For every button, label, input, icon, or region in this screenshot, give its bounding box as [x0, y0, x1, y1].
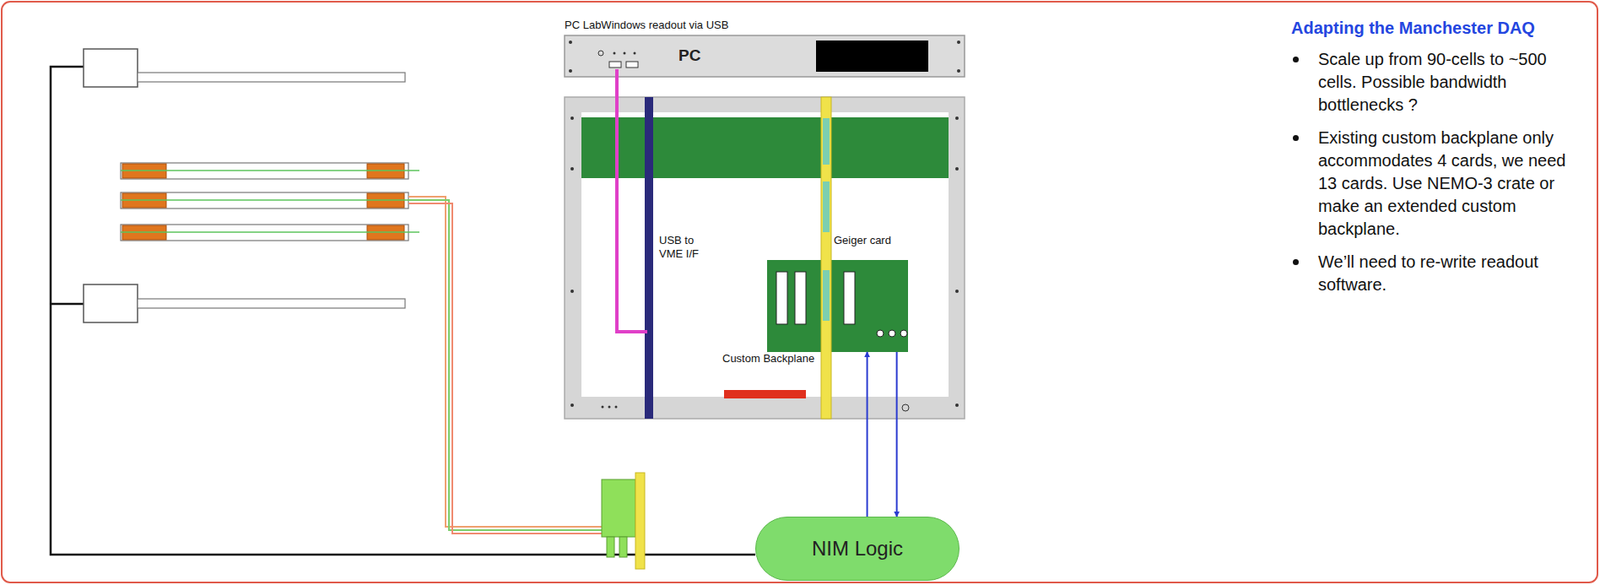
- bullet-dot: [1292, 56, 1299, 63]
- node-label: Geiger card: [833, 233, 892, 247]
- text-panel: Adapting the Manchester DAQ Scale up from…: [1291, 18, 1587, 297]
- signal-arrow: [896, 351, 898, 517]
- bullet-dot: [1292, 259, 1299, 265]
- nim-logic-box: NIM Logic: [755, 516, 960, 581]
- bullet-dot: [1292, 135, 1299, 141]
- signal-arrow: [866, 351, 869, 517]
- bullet-text: Existing custom backplane only accommoda…: [1318, 128, 1567, 238]
- node-label: USB to VME I/F: [659, 233, 719, 261]
- node-label: Custom Backplane: [720, 351, 817, 365]
- bullet-text: Scale up from 90-cells to ~500 cells. Po…: [1318, 49, 1547, 114]
- bullet-item: We’ll need to re-write readout software.: [1291, 250, 1570, 297]
- node-label: NIM Logic: [811, 536, 903, 561]
- bullet-item: Scale up from 90-cells to ~500 cells. Po…: [1291, 48, 1570, 117]
- slide-title: Adapting the Manchester DAQ: [1291, 18, 1587, 38]
- node-label: PC: [678, 46, 701, 65]
- custom-backplane: Custom Backplane: [767, 259, 909, 352]
- bullet-item: Existing custom backplane only accommoda…: [1291, 126, 1570, 241]
- vme-crate: USB to VME I/F Geiger cardCustom Backplan…: [564, 97, 965, 419]
- pc-rack: PC: [564, 35, 965, 77]
- pc-caption: PC LabWindows readout via USB: [564, 18, 729, 32]
- bullet-text: We’ll need to re-write readout software.: [1318, 252, 1539, 294]
